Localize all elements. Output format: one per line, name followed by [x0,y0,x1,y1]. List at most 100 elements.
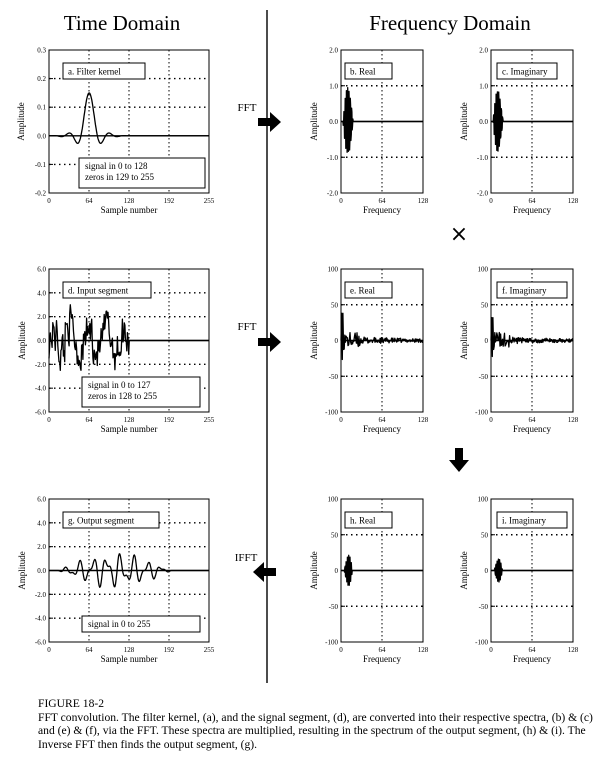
x-tick-label: 128 [124,646,135,654]
y-tick-label: 1.0 [329,82,338,90]
right-arrow-icon-1 [258,112,281,132]
y-tick-label: -50 [329,603,339,611]
x-tick-label: 128 [568,646,579,654]
signal-trace [490,558,574,583]
y-tick-label: 100 [328,266,339,274]
right-arrow-icon-2 [258,332,281,352]
y-tick-label: -4.0 [35,615,47,623]
y-tick-label: 4.0 [37,289,46,297]
y-tick-label: -2.0 [477,190,489,198]
panel-label-box [344,62,393,80]
y-tick-label: 0 [335,337,339,345]
caption-text: FFT convolution. The filter kernel, (a),… [38,710,593,751]
y-tick-label: 0.3 [37,47,46,55]
panel-label: e. Real [350,286,375,296]
signal-trace [490,316,574,358]
panel-label: c. Imaginary [502,67,548,77]
y-tick-label: -50 [479,373,489,381]
figure-caption: FIGURE 18-2 FFT convolution. The filter … [38,697,598,751]
y-tick-label: -2.0 [327,190,339,198]
annotation-line: signal in 0 to 255 [88,619,151,629]
y-tick-label: 6.0 [37,496,46,504]
y-tick-label: 4.0 [37,519,46,527]
y-tick-label: 2.0 [37,543,46,551]
multiply-icon: × [450,222,468,247]
y-tick-label: 1.0 [479,82,488,90]
time-domain-header: Time Domain [64,11,181,35]
y-tick-label: -1.0 [477,154,489,162]
x-tick-label: 128 [124,197,135,205]
y-axis-label: Amplitude [459,321,469,360]
frequency-domain-header: Frequency Domain [369,11,531,35]
y-axis-label: Amplitude [459,102,469,141]
x-tick-label: 128 [124,416,135,424]
panel-label-box [62,511,160,529]
signal-trace [48,304,210,371]
y-tick-label: 0.0 [329,118,338,126]
signal-trace [340,86,424,153]
y-axis-label: Amplitude [17,321,27,360]
y-tick-label: -100 [325,409,338,417]
panel-label: d. Input segment [68,286,129,296]
y-tick-label: 0.2 [37,75,46,83]
annotation-line: zeros in 128 to 255 [88,391,157,401]
y-tick-label: -100 [475,409,488,417]
fft-label-2: FFT [238,321,257,333]
y-axis-label: Amplitude [459,551,469,590]
y-tick-label: -1.0 [327,154,339,162]
x-axis-label: Frequency [363,654,401,664]
y-tick-label: 100 [328,496,339,504]
y-tick-label: 6.0 [37,266,46,274]
y-tick-label: -0.2 [35,190,47,198]
x-tick-label: 0 [339,416,343,424]
panel-label-box [496,281,568,299]
x-tick-label: 128 [568,416,579,424]
x-axis-label: Frequency [513,654,551,664]
y-tick-label: 50 [481,301,489,309]
panel-label: a. Filter kernel [68,67,121,77]
y-axis-label: Amplitude [309,321,319,360]
y-tick-label: -6.0 [35,639,47,647]
y-tick-label: -2.0 [35,591,47,599]
x-tick-label: 64 [86,197,94,205]
panel-label: i. Imaginary [502,516,546,526]
y-tick-label: 0.1 [37,104,46,112]
y-tick-label: 0.0 [479,118,488,126]
x-axis-label: Frequency [513,424,551,434]
x-tick-label: 0 [489,416,493,424]
panel-label-box [62,62,146,80]
y-tick-label: -2.0 [35,361,47,369]
x-tick-label: 128 [418,646,429,654]
x-tick-label: 0 [489,646,493,654]
x-tick-label: 64 [379,197,387,205]
x-tick-label: 64 [529,646,537,654]
x-tick-label: 64 [379,416,387,424]
x-tick-label: 64 [379,646,387,654]
x-axis-label: Frequency [513,205,551,215]
y-tick-label: 100 [478,496,489,504]
x-tick-label: 64 [86,646,94,654]
y-tick-label: -4.0 [35,385,47,393]
x-tick-label: 64 [86,416,94,424]
y-tick-label: -50 [479,603,489,611]
left-arrow-icon [253,562,276,582]
x-tick-label: 0 [339,646,343,654]
y-tick-label: 0.0 [37,132,46,140]
x-tick-label: 128 [568,197,579,205]
y-tick-label: -50 [329,373,339,381]
panel-label-box [496,62,558,80]
panel-label: g. Output segment [68,516,135,526]
x-axis-label: Sample number [101,654,158,664]
x-tick-label: 0 [339,197,343,205]
panel-label: f. Imaginary [502,286,547,296]
y-tick-label: 2.0 [37,313,46,321]
x-tick-label: 64 [529,197,537,205]
